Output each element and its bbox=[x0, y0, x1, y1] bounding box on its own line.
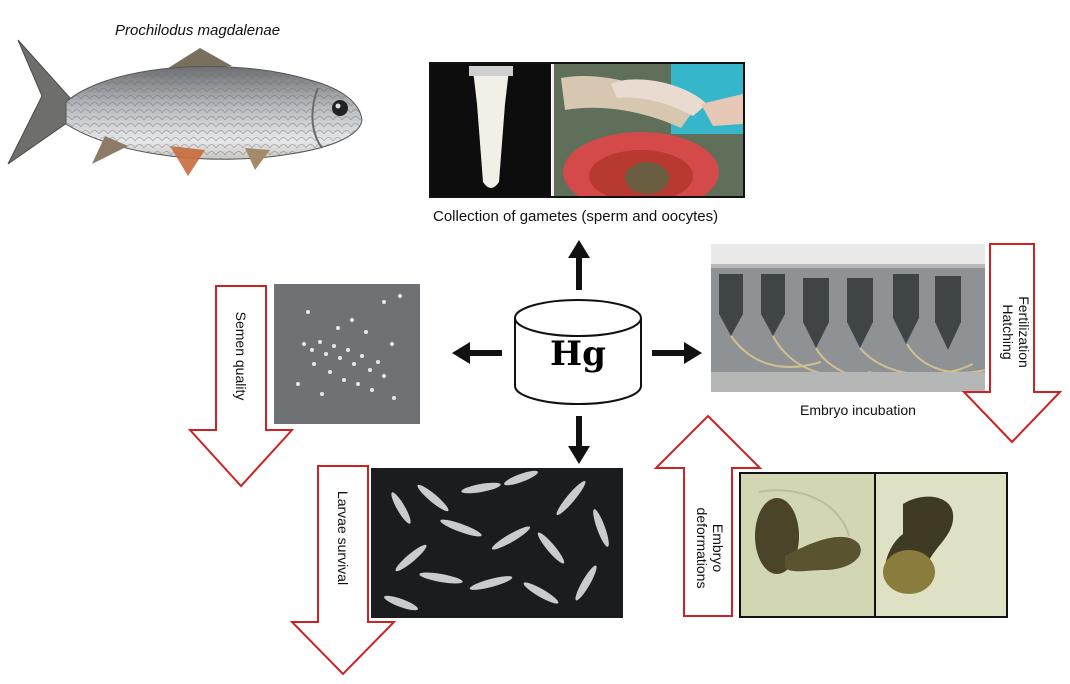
larvae-survival-label: Larvae survival bbox=[335, 490, 351, 586]
semen-quality-label: Semen quality bbox=[233, 311, 249, 401]
fertilization-label: Fertilization Hatching bbox=[992, 282, 1032, 382]
incubation-photo bbox=[711, 244, 985, 392]
semen-quality-arrow bbox=[188, 284, 294, 488]
deformations-text: deformations bbox=[694, 507, 710, 589]
arrow-down bbox=[568, 416, 590, 464]
fish-image bbox=[0, 36, 370, 176]
arrow-up bbox=[568, 240, 590, 290]
hatching-text: Hatching bbox=[1000, 304, 1016, 360]
larvae-survival-arrow bbox=[290, 464, 396, 676]
semen-photo bbox=[274, 284, 420, 424]
fertilization-arrow bbox=[962, 242, 1062, 444]
incubation-caption: Embryo incubation bbox=[800, 402, 916, 418]
arrow-left bbox=[452, 342, 502, 364]
arrow-right bbox=[652, 342, 702, 364]
embryo-text: Embryo bbox=[710, 523, 726, 573]
gametes-caption: Collection of gametes (sperm and oocytes… bbox=[433, 208, 719, 225]
gametes-photo bbox=[429, 62, 745, 198]
larvae-photo bbox=[371, 468, 623, 618]
mercury-cylinder bbox=[511, 298, 645, 410]
embryo-deformations-arrow bbox=[654, 414, 762, 618]
embryo-deformations-label: Embryo deformations bbox=[690, 488, 726, 608]
embryo-photo bbox=[739, 472, 1008, 618]
mercury-label: Hg bbox=[550, 334, 606, 374]
species-name: Prochilodus magdalenae bbox=[115, 22, 281, 39]
fertilization-text: Fertilization bbox=[1016, 296, 1032, 368]
